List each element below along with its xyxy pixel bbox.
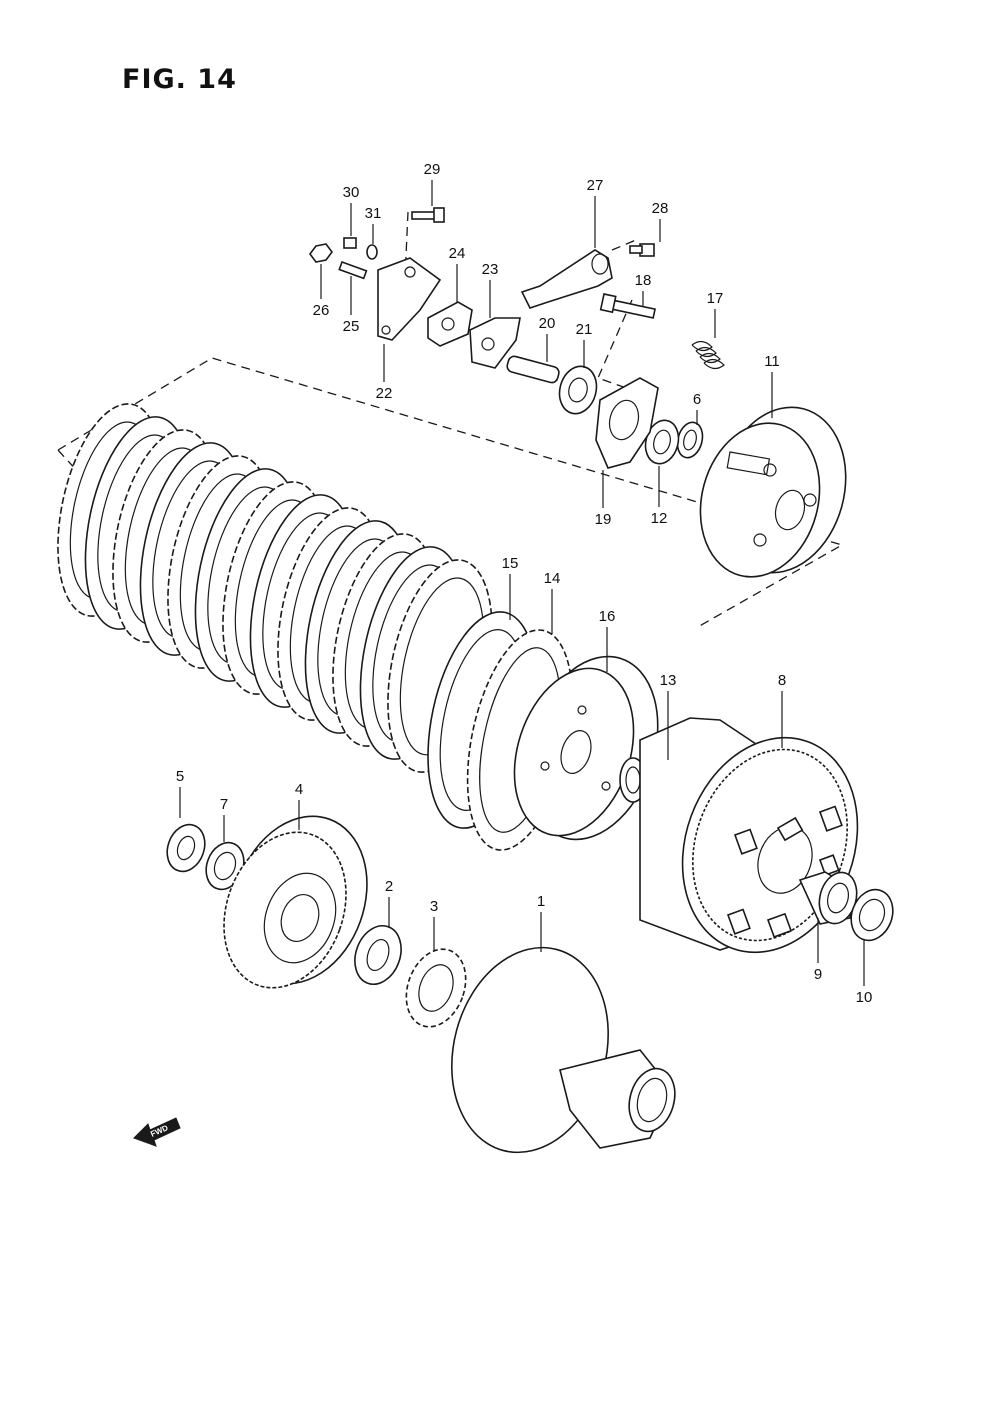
- figure-title: FIG. 14: [122, 64, 237, 95]
- part-4-centrifugal-clutch: [223, 815, 368, 989]
- forward-direction-arrow: FWD: [133, 1117, 181, 1147]
- callout-19: 19: [595, 511, 612, 528]
- part-11-clutch-hub: [699, 406, 847, 578]
- callout-9: 9: [814, 966, 822, 983]
- part-10-washer: [850, 888, 894, 942]
- callout-6: 6: [693, 391, 701, 408]
- part-31-washer: [366, 244, 378, 260]
- callout-17: 17: [707, 290, 724, 307]
- callout-3: 3: [430, 898, 438, 915]
- part-27-release-arm: [520, 249, 613, 309]
- part-28-bolt: [629, 243, 655, 257]
- clutch-plate-stack: [57, 403, 493, 773]
- callout-26: 26: [313, 302, 330, 319]
- callout-2: 2: [385, 878, 393, 895]
- part-5-oil-seal: [166, 823, 206, 873]
- callout-28: 28: [652, 200, 669, 217]
- callout-31: 31: [365, 205, 382, 222]
- callout-18: 18: [635, 272, 652, 289]
- callout-10: 10: [856, 989, 873, 1006]
- part-29-bolt: [411, 207, 445, 223]
- callout-25: 25: [343, 318, 360, 335]
- callout-30: 30: [343, 184, 360, 201]
- part-26-nut: [309, 243, 333, 263]
- part-23-cam: [469, 317, 521, 369]
- part-1-clutch-drum: [451, 946, 676, 1154]
- callout-15: 15: [502, 555, 519, 572]
- part-25-stud: [338, 260, 368, 280]
- part-30-nut: [343, 237, 357, 249]
- part-3-one-way-clutch: [405, 948, 467, 1028]
- part-18-bolt: [599, 293, 656, 319]
- callout-27: 27: [587, 177, 604, 194]
- callout-12: 12: [651, 510, 668, 527]
- part-24-gasket: [427, 301, 473, 347]
- callout-29: 29: [424, 161, 441, 178]
- part-17-spring: [691, 340, 725, 370]
- callout-13: 13: [660, 672, 677, 689]
- part-9-sleeve-hub: [798, 871, 858, 925]
- callout-7: 7: [220, 796, 228, 813]
- part-2-bush: [354, 925, 402, 985]
- part-22-bracket: [377, 257, 442, 341]
- part-6-washer: [676, 421, 704, 459]
- callout-23: 23: [482, 261, 499, 278]
- callout-14: 14: [544, 570, 561, 587]
- part-21-bearing: [558, 365, 598, 415]
- callout-21: 21: [576, 321, 593, 338]
- callout-4: 4: [295, 781, 303, 798]
- callout-1: 1: [537, 893, 545, 910]
- callout-8: 8: [778, 672, 786, 689]
- callout-16: 16: [599, 608, 616, 625]
- callout-11: 11: [764, 353, 780, 370]
- part-19-lifter-plate: [595, 377, 659, 469]
- callout-24: 24: [449, 245, 466, 262]
- callout-5: 5: [176, 768, 184, 785]
- part-12-bearing: [644, 419, 680, 465]
- part-20-push-rod: [506, 355, 560, 384]
- callout-22: 22: [376, 385, 393, 402]
- part-7-washer: [205, 841, 245, 891]
- callout-20: 20: [539, 315, 556, 332]
- part-8-clutch-housing: [639, 717, 859, 954]
